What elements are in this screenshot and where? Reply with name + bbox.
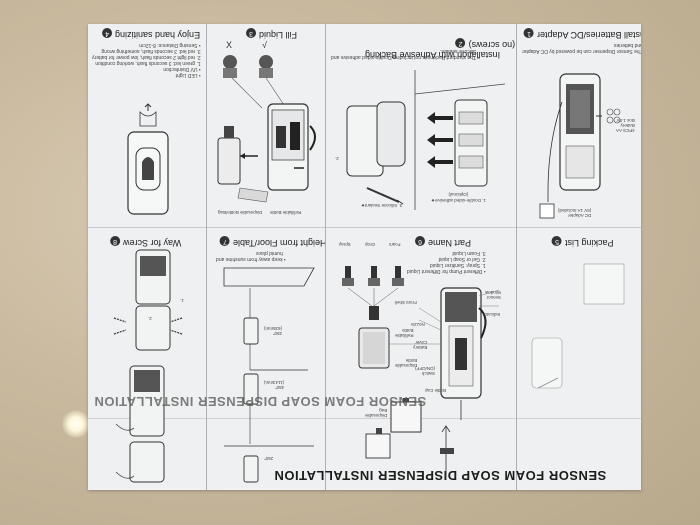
refillable-bottle-label: Refillable Bottle	[270, 210, 302, 215]
height-dimension: 450" (1143mm)	[264, 380, 285, 390]
part-label: Disposable Bottle	[395, 358, 418, 368]
screw-mounting-illustration	[113, 249, 183, 483]
panel-title: Height from Floor/Table7	[220, 236, 325, 248]
adhesive-installation-illustration	[346, 70, 506, 210]
pump-label: Spray	[339, 242, 351, 247]
disposable-bottle-label: Disposable Bottle/Bag	[218, 210, 263, 215]
svg-text:X: X	[226, 40, 232, 50]
packing-list-illustration	[531, 263, 625, 389]
step-label: 1.	[180, 298, 184, 303]
part-name-exploded-illustration	[342, 266, 500, 420]
step-label: 2.	[148, 316, 152, 321]
height-diagram-illustration	[223, 267, 315, 483]
battery-installation-illustration	[539, 73, 621, 219]
dc-adapter-label: DC Adapter (6V 1A Included)	[558, 208, 592, 218]
panel-title: Enjoy hand sanitizing4	[102, 28, 200, 40]
bottle-cap-label: Bottle Cap	[425, 388, 447, 393]
part-label: Sensor Window	[485, 290, 502, 300]
part-label: Switch (ON/OFF)	[415, 366, 435, 376]
panel-divider	[325, 24, 326, 490]
part-label: Nozzle	[411, 322, 425, 327]
panel-notes: • LED Light • UV Disinfection 1. green l…	[92, 42, 201, 78]
main-title-partial: SENSOR FOAM SOAP DISPENSER INSTALLATION	[94, 394, 427, 409]
fold-line	[88, 418, 641, 419]
panel-adhesive-installation: Installation with Adhesive Backing (no s…	[325, 24, 516, 227]
step-label: 1. Double-sided adhesive★ (Optional)	[431, 192, 486, 203]
disposable-bag-icon	[390, 398, 422, 433]
height-dimension: 250"	[264, 456, 274, 461]
dispenser-hand-illustration	[127, 103, 169, 215]
svg-text:√: √	[262, 40, 267, 50]
panel-title: Packing List5	[552, 236, 614, 248]
part-label: Indicator	[483, 312, 501, 317]
part-label: Front Shell	[395, 300, 417, 305]
panel-divider	[206, 24, 207, 490]
battery-box-label: 4PCS AA Battery Box 1.5V	[616, 118, 635, 133]
panel-note: • keep away from sunshine and humid plac…	[216, 250, 286, 262]
step-label: 2.	[335, 156, 339, 161]
panel-title: Install Batteries/DC Adapter1	[524, 28, 641, 40]
step-label: 3. Silicone Sealant★	[361, 203, 403, 208]
panel-divider	[516, 24, 517, 490]
panel-fill-liquid: Fill Liquid3 X √ Disposable Bottle/B	[206, 24, 325, 227]
panel-part-name: Part Name6 • Different Pump for Differen…	[325, 228, 516, 490]
part-label: Battery Cover	[413, 340, 428, 350]
pump-label: Drop	[365, 242, 375, 247]
panel-enjoy-sanitizing: Enjoy hand sanitizing4 • LED Light • UV …	[88, 24, 206, 227]
fill-liquid-illustration: X √	[217, 40, 316, 203]
panel-way-for-screw: Way for Screw8 1. 2.	[88, 228, 206, 490]
height-dimension: 250" (635mm)	[264, 326, 283, 336]
part-label: Refillable Bottle	[395, 328, 414, 338]
panel-install-batteries: Install Batteries/DC Adapter1 • The Sens…	[516, 24, 641, 227]
bottom-parts-illustration	[365, 425, 454, 476]
pump-label: Foam	[389, 242, 401, 247]
panel-title: Part Name6	[415, 236, 471, 248]
panel-note: • The standard Packing is not including …	[331, 48, 480, 60]
light-glare	[62, 410, 90, 438]
panel-height-from-floor: Height from Floor/Table7 • keep away fro…	[206, 228, 325, 490]
panel-packing-list: Packing List5	[516, 228, 641, 490]
fold-line	[88, 227, 641, 228]
panel-note: • The Sensor Dispenser can be powered by…	[522, 42, 641, 54]
disposable-bag-label: Disposable Bag	[365, 408, 388, 418]
instruction-sheet: Enjoy hand sanitizing4 • LED Light • UV …	[88, 24, 641, 490]
